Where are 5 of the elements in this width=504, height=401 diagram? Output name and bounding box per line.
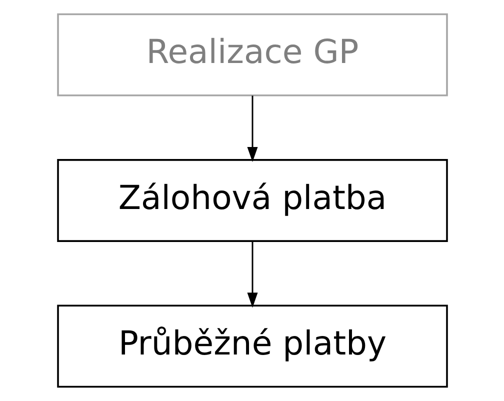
- node-box: Zálohová platba: [56, 159, 448, 242]
- node-box: Realizace GP: [56, 13, 448, 96]
- arrow: [246, 96, 258, 162]
- node-box: Průběžné platby: [56, 304, 448, 388]
- arrow: [246, 241, 258, 308]
